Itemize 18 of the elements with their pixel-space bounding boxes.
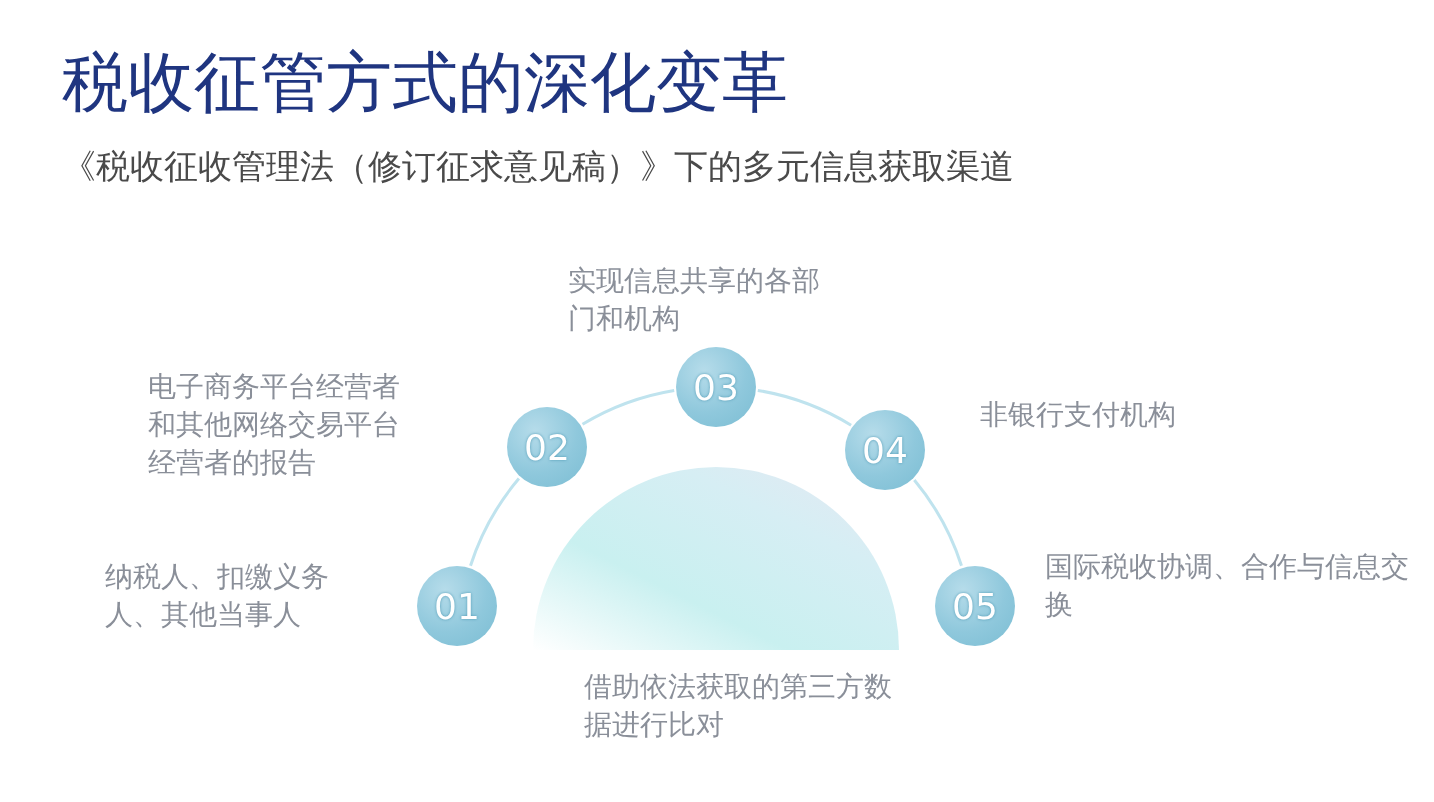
dome-shape: [533, 467, 899, 650]
description-text: 电子商务平台经营者和其他网络交易平台经营者的报告: [147, 369, 401, 481]
subtitle: 《税收征收管理法（修订征求意见稿）》下的多元信息获取渠道: [62, 145, 1014, 188]
arc-line: [913, 479, 963, 567]
arc-line: [469, 477, 521, 567]
description-text: 实现信息共享的各部门和机构: [568, 263, 821, 337]
title: 税收征管方式的深化变革: [62, 43, 788, 123]
arc-line: [581, 388, 675, 426]
description-text: 非银行支付机构: [980, 397, 1176, 433]
description-text: 借助依法获取的第三方数据进行比对: [584, 669, 893, 743]
description-text: 纳税人、扣缴义务人、其他当事人: [105, 559, 330, 633]
number-circle: 01: [417, 566, 497, 646]
number-circle: 02: [507, 407, 587, 487]
number-circle: 04: [845, 410, 925, 490]
number-circle: 05: [935, 566, 1015, 646]
number-circle: 03: [676, 347, 756, 427]
description-text: 国际税收协调、合作与信息交换: [1045, 549, 1410, 623]
arc-line: [757, 388, 852, 427]
